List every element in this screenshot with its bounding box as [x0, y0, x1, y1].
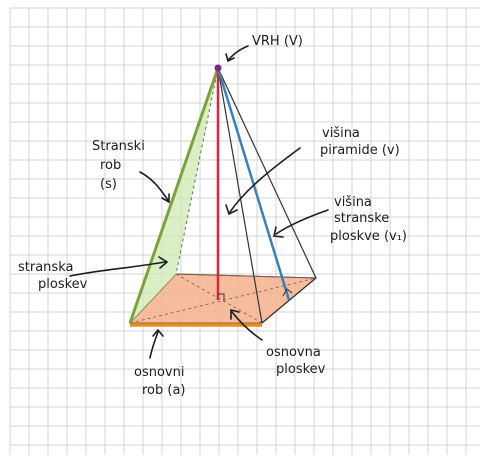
arrow-pyramid-height: [229, 147, 301, 213]
label-base-edge-1: osnovni: [134, 365, 184, 380]
label-lateral-face-2: ploskev: [38, 277, 88, 292]
base-edge-right: [261, 277, 317, 324]
label-pyramid-height-1: višina: [322, 126, 360, 141]
base-diagonal-1: [129, 277, 317, 324]
arrow-face-height: [275, 209, 329, 235]
label-lateral-edge-1: Stranski: [92, 139, 145, 154]
arrowhead-lateral-face: [158, 256, 169, 269]
label-base-face-1: osnovna: [266, 345, 321, 360]
arrowhead-face-height: [273, 226, 284, 238]
base-edge-back: [175, 273, 317, 279]
arrowhead-lateral-edge: [161, 193, 170, 204]
label-face-height-1: višina: [334, 195, 372, 210]
label-pyramid-height-2: piramide (v): [320, 143, 400, 158]
label-lateral-face-1: stranska: [18, 260, 73, 275]
label-face-height-2: stranske: [334, 211, 389, 226]
label-apex: VRH (V): [252, 34, 303, 49]
apex-point: [214, 64, 222, 72]
lateral-edge-front: [217, 67, 263, 324]
arrow-base-face: [231, 311, 263, 341]
label-base-face-2: ploskev: [276, 362, 326, 377]
arrowhead-base-face: [230, 308, 240, 320]
arrowhead-apex: [225, 53, 235, 63]
face-height-line: [216, 67, 291, 301]
arrow-apex: [227, 45, 249, 61]
arrowhead-base-edge: [152, 328, 164, 337]
arrow-lateral-face: [69, 261, 166, 277]
lateral-edge-back-left: [175, 67, 219, 275]
arrow-base-edge: [149, 331, 159, 359]
right-angle-marker-center: [218, 293, 225, 300]
label-face-height-3: ploskve (v₁): [330, 229, 407, 244]
lateral-edge-s: [128, 67, 220, 324]
right-angle-marker-face: [282, 288, 293, 297]
label-lateral-edge-3: (s): [100, 177, 117, 192]
arrowhead-pyramid-height: [225, 204, 238, 216]
arrow-lateral-edge: [139, 171, 169, 201]
label-lateral-edge-2: rob: [100, 158, 121, 173]
label-base-edge-2: rob (a): [142, 383, 186, 398]
